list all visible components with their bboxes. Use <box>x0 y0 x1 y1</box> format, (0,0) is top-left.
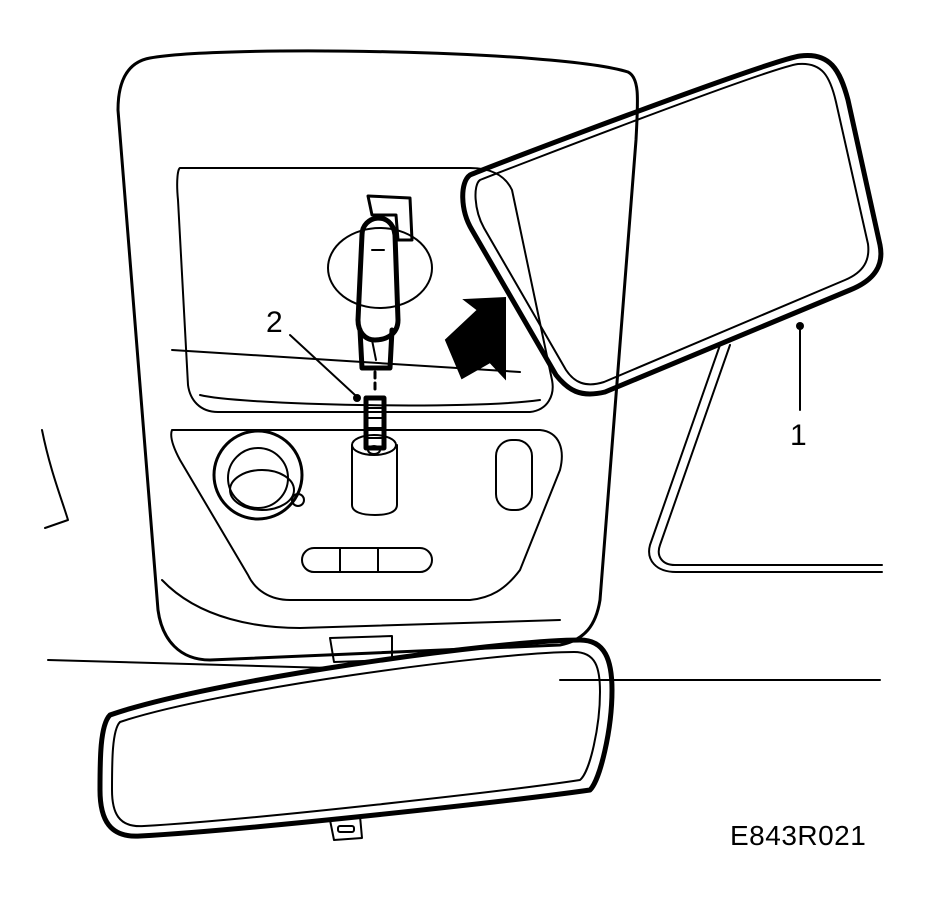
figure-code: E843R021 <box>730 820 867 851</box>
overhead-console <box>116 49 639 663</box>
callout-1: 1 <box>790 322 807 452</box>
callout-1-label: 1 <box>790 419 807 452</box>
rearview-mirror <box>97 637 615 841</box>
callout-2-label: 2 <box>266 306 283 339</box>
headliner-lines <box>41 429 881 681</box>
console-slots <box>301 439 533 573</box>
dome-light-knob <box>212 429 305 521</box>
callout-2: 2 <box>266 306 361 402</box>
mounting-bolt <box>363 370 387 451</box>
sun-visor-bracket <box>327 194 433 371</box>
removal-direction-arrow <box>444 296 506 381</box>
sun-visor <box>460 52 884 573</box>
